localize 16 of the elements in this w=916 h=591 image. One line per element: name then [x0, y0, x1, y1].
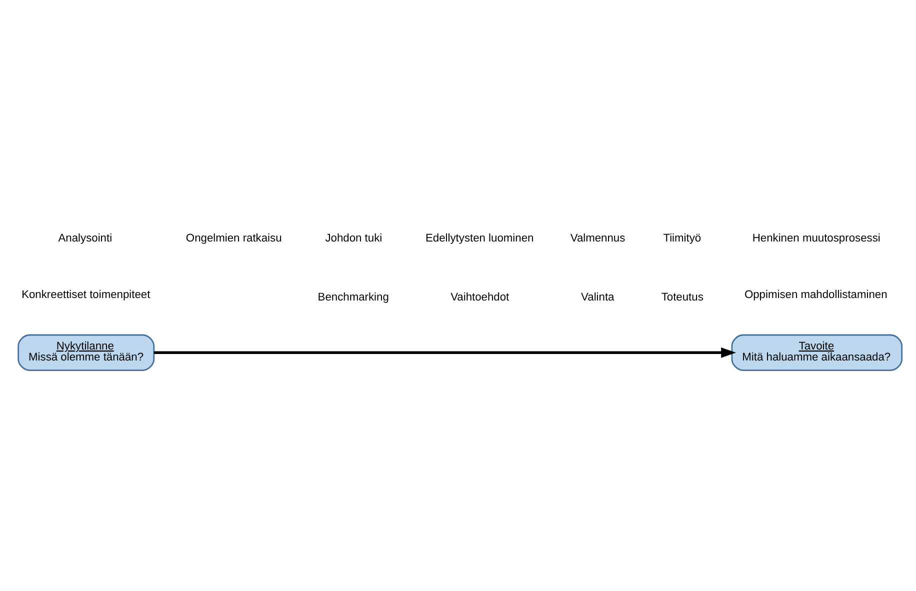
label: Konkreettiset toimenpiteet	[22, 288, 150, 300]
arrow	[154, 346, 736, 358]
label: Henkinen muutosprosessi	[752, 232, 880, 244]
label: Benchmarking	[318, 291, 389, 304]
label: Edellytysten luominen	[426, 232, 534, 244]
label: Johdon tuki	[325, 232, 382, 244]
label: Toteutus	[661, 291, 704, 304]
node-box: Tavoite Mitä haluamme aikaansaada?	[731, 334, 903, 370]
label: Oppimisen mahdollistaminen	[744, 288, 888, 300]
label: Ongelmien ratkaisu	[186, 232, 282, 244]
label: Vaihtoehdot	[450, 291, 510, 304]
label: Valinta	[581, 291, 614, 304]
label: Valmennus	[570, 232, 626, 244]
node-box: Nykytilanne Missä olemme tänään?	[18, 334, 155, 370]
label: Analysointi	[58, 232, 112, 244]
label: Tiimityö	[663, 232, 702, 244]
